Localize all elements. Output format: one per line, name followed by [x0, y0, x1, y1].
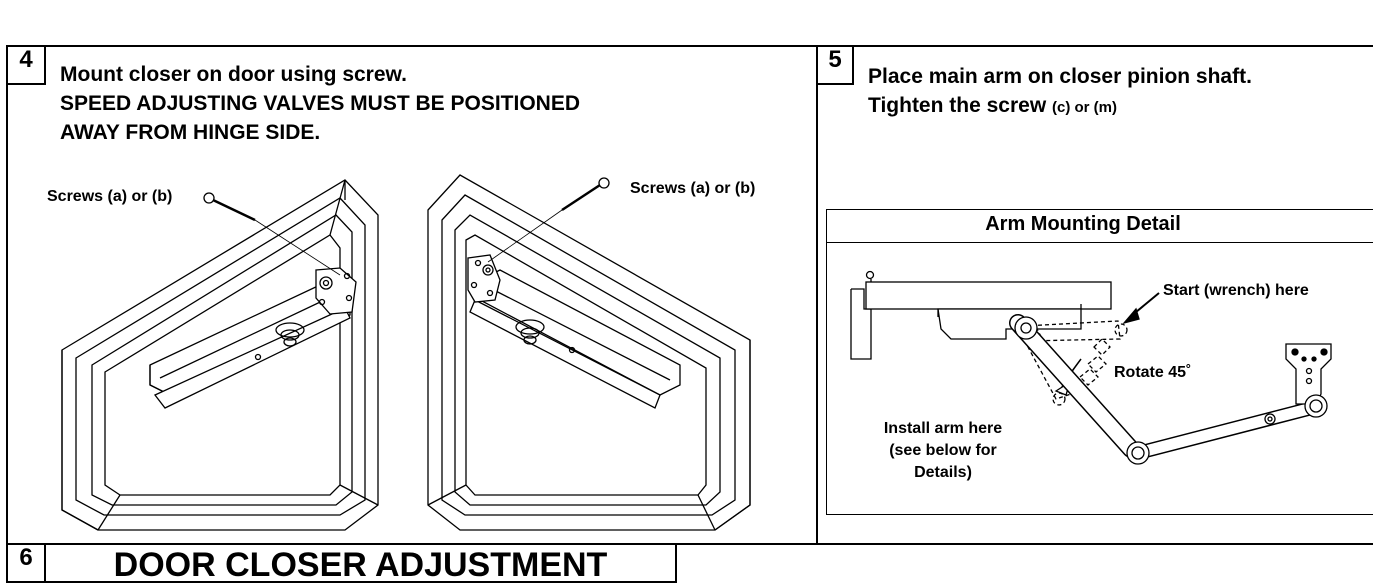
install-arm-label-1: Install arm here: [883, 420, 1003, 437]
step-4-number: 4: [6, 45, 46, 85]
step-5-number: 5: [816, 45, 854, 85]
step-5-panel: [816, 45, 1373, 545]
install-arm-label-2: (see below for: [889, 442, 997, 459]
step-6-title: DOOR CLOSER ADJUSTMENT: [113, 546, 608, 584]
screws-label-left: Screws (a) or (b): [47, 188, 173, 205]
arm-mounting-detail-title: Arm Mounting Detail: [985, 213, 1181, 235]
arm-mounting-detail-divider: [826, 242, 1373, 243]
step-6-number: 6: [6, 543, 46, 583]
step-4-line2: SPEED ADJUSTING VALVES MUST BE POSITIONE…: [60, 92, 581, 115]
right-door-illustration: [427, 174, 751, 531]
step-5-line2-small: (c) or (m): [1052, 99, 1117, 116]
left-door-illustration: [61, 179, 379, 531]
arm-mounting-detail-box: [826, 209, 1373, 515]
step-4-line3: AWAY FROM HINGE SIDE.: [60, 121, 321, 144]
install-arm-label-3: Details): [914, 464, 972, 481]
arm-mounting-illustration: [850, 270, 1332, 465]
step-5-line2: Tighten the screw (c) or (m): [868, 91, 1117, 122]
screws-label-right: Screws (a) or (b): [630, 180, 756, 197]
step-4-line1: Mount closer on door using screw.: [60, 63, 407, 86]
step-5-line2-main: Tighten the screw: [868, 94, 1047, 117]
step-5-line1: Place main arm on closer pinion shaft.: [868, 65, 1252, 88]
start-wrench-label: Start (wrench) here: [1163, 282, 1309, 299]
rotate-label: Rotate 45˚: [1114, 364, 1192, 381]
